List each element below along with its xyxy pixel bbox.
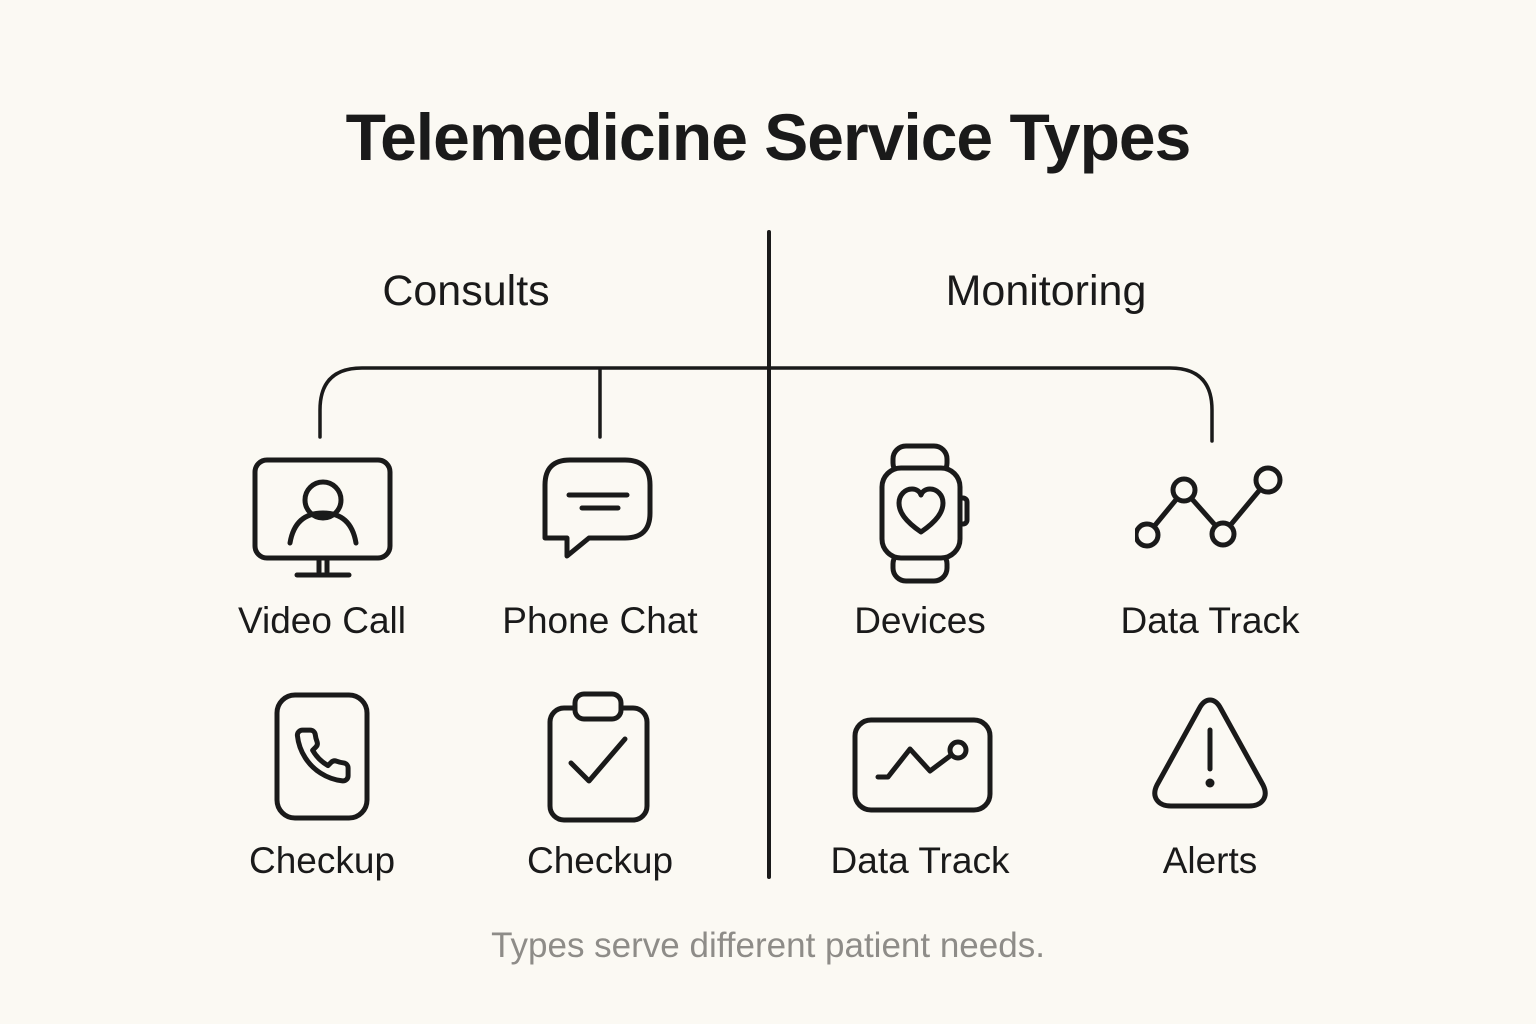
clipboard-check-icon <box>547 691 650 823</box>
trend-dots-icon <box>1135 465 1283 549</box>
branch-header-consults: Consults <box>382 267 550 315</box>
smartwatch-heart-icon <box>879 443 970 584</box>
video-call-monitor-icon <box>252 457 393 578</box>
item-label: Alerts <box>1162 840 1258 881</box>
chat-bubble-icon <box>542 457 653 559</box>
page-title: Telemedicine Service Types <box>345 100 1192 174</box>
item-label: Data Track <box>830 840 1010 881</box>
phone-card-icon <box>274 692 370 821</box>
item-video-call: Video Call <box>182 443 462 643</box>
item-phone-chat: Phone Chat <box>460 443 740 643</box>
item-label: Checkup <box>526 840 674 881</box>
item-data-track-trend: Data Track <box>1070 443 1350 643</box>
item-checkup-phone: Checkup <box>182 683 462 883</box>
item-alerts: Alerts <box>1070 683 1350 883</box>
item-label: Checkup <box>248 840 396 881</box>
item-data-track-chart: Data Track <box>780 683 1060 883</box>
item-label: Devices <box>854 600 986 641</box>
item-devices: Devices <box>780 443 1060 643</box>
item-label: Phone Chat <box>502 600 698 641</box>
item-checkup-clipboard: Checkup <box>460 683 740 883</box>
chart-card-icon <box>852 717 993 813</box>
alert-triangle-icon <box>1152 697 1268 809</box>
item-label: Data Track <box>1120 600 1300 641</box>
caption: Types serve different patient needs. <box>491 926 1045 965</box>
branch-header-monitoring: Monitoring <box>945 267 1147 315</box>
item-label: Video Call <box>238 600 406 641</box>
bracket-line <box>318 366 1214 443</box>
